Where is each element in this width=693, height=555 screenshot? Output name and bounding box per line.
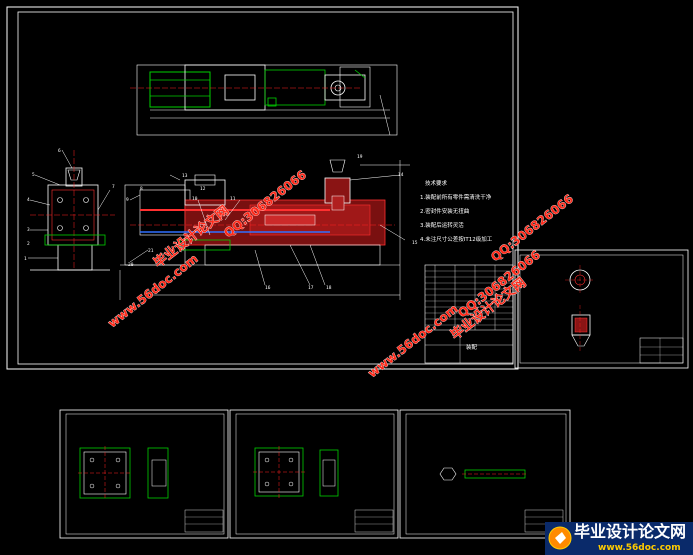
watermark-group-right: 毕业设计论文网 www.56doc.com QQ:306826066 QQ:30… — [365, 191, 576, 380]
part-label: 8 — [140, 186, 143, 192]
part-label: 20 — [128, 262, 134, 268]
part-label: 2 — [27, 241, 30, 247]
part-label: 9 — [126, 197, 129, 203]
part-number-labels: 6 5 4 3 2 1 8 9 20 21 16 17 18 15 14 13 … — [24, 148, 418, 291]
note-line: 1.装配前所有零件需清洗干净 — [420, 193, 492, 201]
part-label: 15 — [412, 240, 418, 246]
part-label: 10 — [192, 196, 198, 202]
right-drawing-sheet — [514, 249, 689, 369]
watermark-url: www.56doc.com — [105, 252, 200, 331]
part-label: 13 — [182, 173, 188, 179]
technical-notes: 技术要求 1.装配前所有零件需清洗干净 2.密封件安装无扭曲 3.装配后运转灵活… — [420, 179, 493, 243]
part-label: 16 — [265, 285, 271, 291]
part-label: 18 — [326, 285, 332, 291]
watermark-group-left: 毕业设计论文网 www.56doc.com QQ:306826066 — [105, 167, 309, 331]
part-label: 21 — [148, 248, 154, 254]
badge-title: 毕业设计论文网 — [574, 522, 686, 541]
part-label: 14 — [398, 172, 404, 178]
bottom-sheet-2 — [229, 409, 399, 539]
part-label: 3 — [27, 227, 30, 233]
notes-title: 技术要求 — [425, 179, 448, 187]
bottom-sheet-1 — [59, 409, 229, 539]
site-badge: 毕业设计论文网 www.56doc.com — [545, 522, 693, 555]
left-side-view — [28, 149, 115, 271]
top-view — [130, 64, 398, 136]
part-label: 12 — [200, 186, 206, 192]
note-line: 2.密封件安装无扭曲 — [420, 207, 469, 215]
part-label: 5 — [32, 172, 35, 178]
bottom-sheet-3 — [399, 409, 571, 539]
part-label: 7 — [112, 184, 115, 190]
parts-list-table: 装配 — [424, 264, 514, 364]
part-label: 6 — [58, 148, 61, 154]
part-label: 4 — [27, 197, 30, 203]
note-line: 4.未注尺寸公差按IT12级加工 — [420, 235, 493, 243]
part-label: 11 — [230, 196, 236, 202]
part-label: 1 — [24, 256, 27, 262]
badge-url: www.56doc.com — [598, 543, 681, 553]
part-label: 19 — [357, 154, 363, 160]
title-block-label: 装配 — [466, 343, 478, 351]
main-drawing-sheet: 6 5 4 3 2 1 8 9 20 21 16 17 18 15 14 13 … — [6, 6, 519, 370]
part-label: 17 — [308, 285, 314, 291]
front-section-view — [119, 159, 410, 300]
note-line: 3.装配后运转灵活 — [420, 221, 464, 229]
